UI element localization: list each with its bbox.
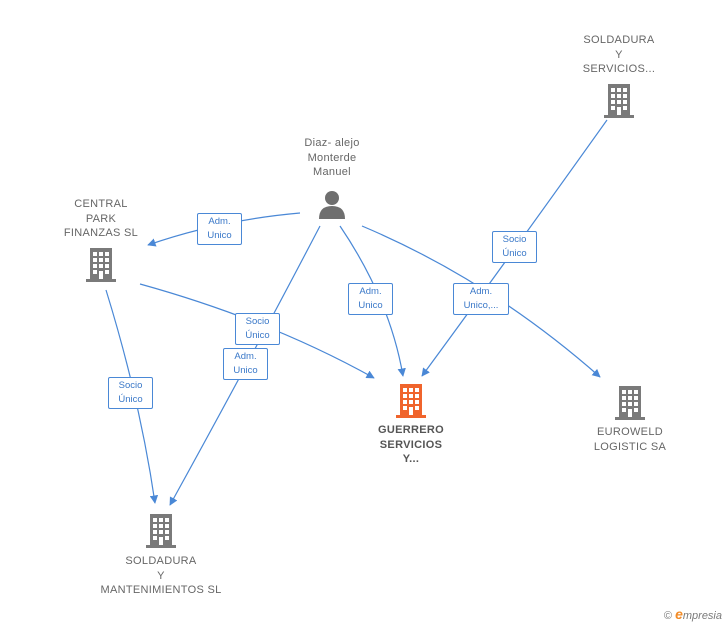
edge-label-diaz-euroweld[interactable]: Adm. Unico,...	[453, 283, 509, 315]
edge-label-soldserv-guerrero[interactable]: Socio Único	[492, 231, 537, 263]
node-soldadura-servicios-label: SOLDADURA Y SERVICIOS...	[582, 34, 656, 75]
edge-label-central-guerrero[interactable]: Socio Único	[235, 313, 280, 345]
brand-logo: © empresia	[664, 606, 722, 622]
building-icon	[615, 386, 645, 420]
node-euroweld-label: EUROWELD LOGISTIC SA	[593, 426, 667, 453]
copyright-symbol: ©	[663, 610, 673, 622]
edge-label-diaz-soldmant[interactable]: Adm. Unico	[223, 348, 268, 380]
brand-e-letter: e	[675, 606, 683, 622]
building-icon	[146, 514, 176, 548]
node-soldadura-mantenimientos-label: SOLDADURA Y MANTENIMIENTOS SL	[100, 555, 222, 596]
person-icon	[319, 191, 345, 219]
edge-label-diaz-guerrero[interactable]: Adm. Unico	[348, 283, 393, 315]
node-guerrero-label: GUERRERO SERVICIOS Y...	[378, 424, 444, 465]
building-icon	[604, 84, 634, 118]
brand-name: mpresia	[682, 610, 722, 622]
building-icon	[86, 248, 116, 282]
node-diaz-label: Diaz- alejo Monterde Manuel	[304, 137, 360, 178]
edge-label-central-soldmant[interactable]: Socio Único	[108, 377, 153, 409]
edge-label-diaz-central[interactable]: Adm. Unico	[197, 213, 242, 245]
building-icon	[396, 384, 426, 418]
node-central-park-label: CENTRAL PARK FINANZAS SL	[63, 198, 139, 239]
